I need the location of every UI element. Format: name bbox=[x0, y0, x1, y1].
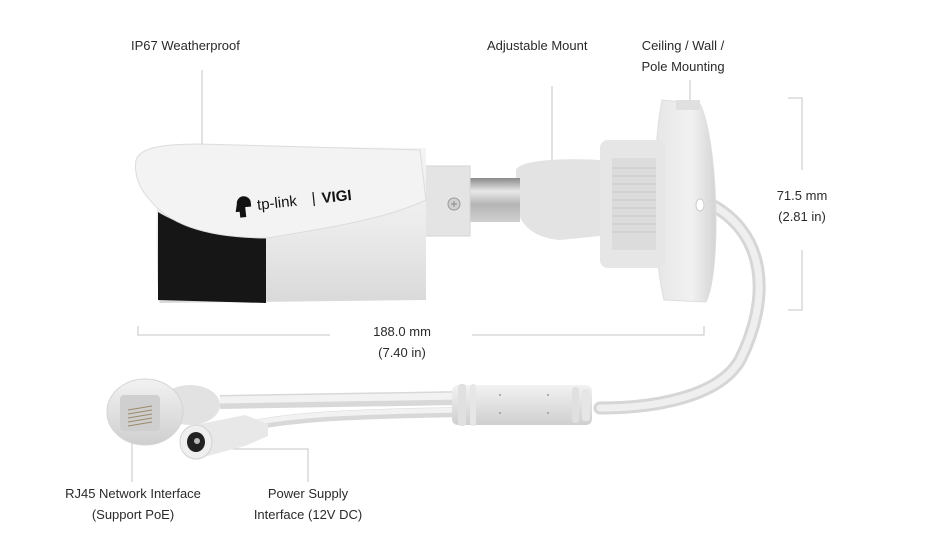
callout-adjustable-mount: Adjustable Mount bbox=[487, 38, 588, 53]
svg-text:|: | bbox=[311, 190, 317, 207]
camera-body-art: tp-link | VIGI bbox=[135, 143, 427, 303]
callout-rj45: RJ45 Network Interface (Support PoE) bbox=[65, 486, 201, 522]
dc-jack-art bbox=[179, 415, 268, 460]
dimension-length: 188.0 mm (7.40 in) bbox=[373, 324, 431, 360]
rj45-connector-art bbox=[106, 378, 220, 446]
callout-power-supply: Power Supply Interface (12V DC) bbox=[253, 486, 363, 522]
leader-lines bbox=[131, 70, 803, 482]
mount-nut-art bbox=[600, 140, 665, 268]
cable-splitter bbox=[452, 384, 592, 426]
dimension-height: 71.5 mm (2.81 in) bbox=[776, 188, 828, 224]
callout-weatherproof: IP67 Weatherproof bbox=[131, 38, 240, 53]
logo-text: tp-link bbox=[256, 193, 298, 214]
callout-mounting: Ceiling / Wall / Pole Mounting bbox=[641, 38, 725, 74]
product-line-text: VIGI bbox=[321, 187, 353, 207]
